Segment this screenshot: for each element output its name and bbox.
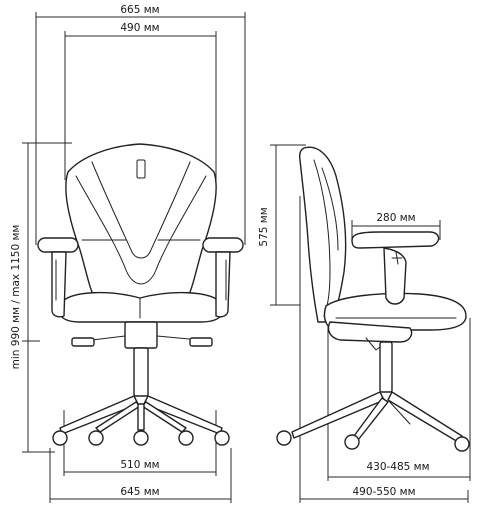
side-view-chair [276, 146, 470, 452]
front-dimension-lines [22, 12, 246, 503]
label-side-seat-depth: 430-485 мм [366, 461, 429, 473]
front-left-armrest [37, 237, 79, 253]
side-backrest [298, 146, 347, 323]
front-right-armrest [202, 237, 244, 253]
front-casters [52, 430, 230, 446]
label-side-armrest-length: 280 мм [376, 212, 415, 224]
label-front-total-base-width: 645 мм [120, 486, 159, 498]
side-dimension-lines [270, 144, 471, 503]
label-side-back-height: 575 мм [258, 207, 270, 246]
front-view-chair [37, 143, 244, 446]
side-armrest [351, 231, 440, 249]
front-backrest [65, 143, 217, 301]
label-front-height: min 990 мм / max 1150 мм [10, 225, 22, 370]
label-front-overall-width: 665 мм [120, 4, 159, 16]
label-front-back-width: 490 мм [120, 22, 159, 34]
side-casters [276, 430, 470, 452]
label-side-total-depth: 490-550 мм [352, 486, 415, 498]
label-front-base-width: 510 мм [120, 459, 159, 471]
